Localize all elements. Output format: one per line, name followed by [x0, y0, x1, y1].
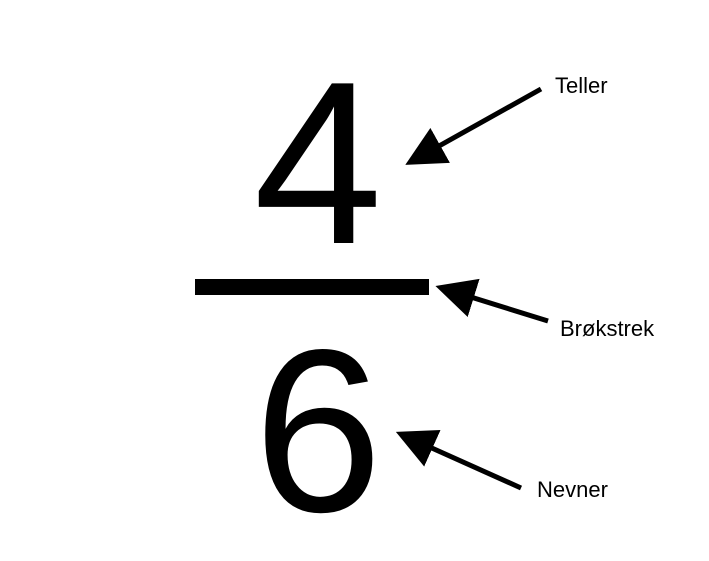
fraction-bar-arrow — [435, 278, 549, 324]
fraction-bar-label: Brøkstrek — [560, 316, 655, 341]
denominator-label: Nevner — [537, 477, 608, 502]
numerator-arrow — [405, 86, 543, 165]
numerator-digit: 4 — [253, 34, 383, 293]
denominator-digit: 6 — [253, 302, 383, 561]
denominator-arrow — [395, 430, 523, 491]
fraction-bar — [195, 279, 429, 295]
numerator-label: Teller — [555, 73, 608, 98]
